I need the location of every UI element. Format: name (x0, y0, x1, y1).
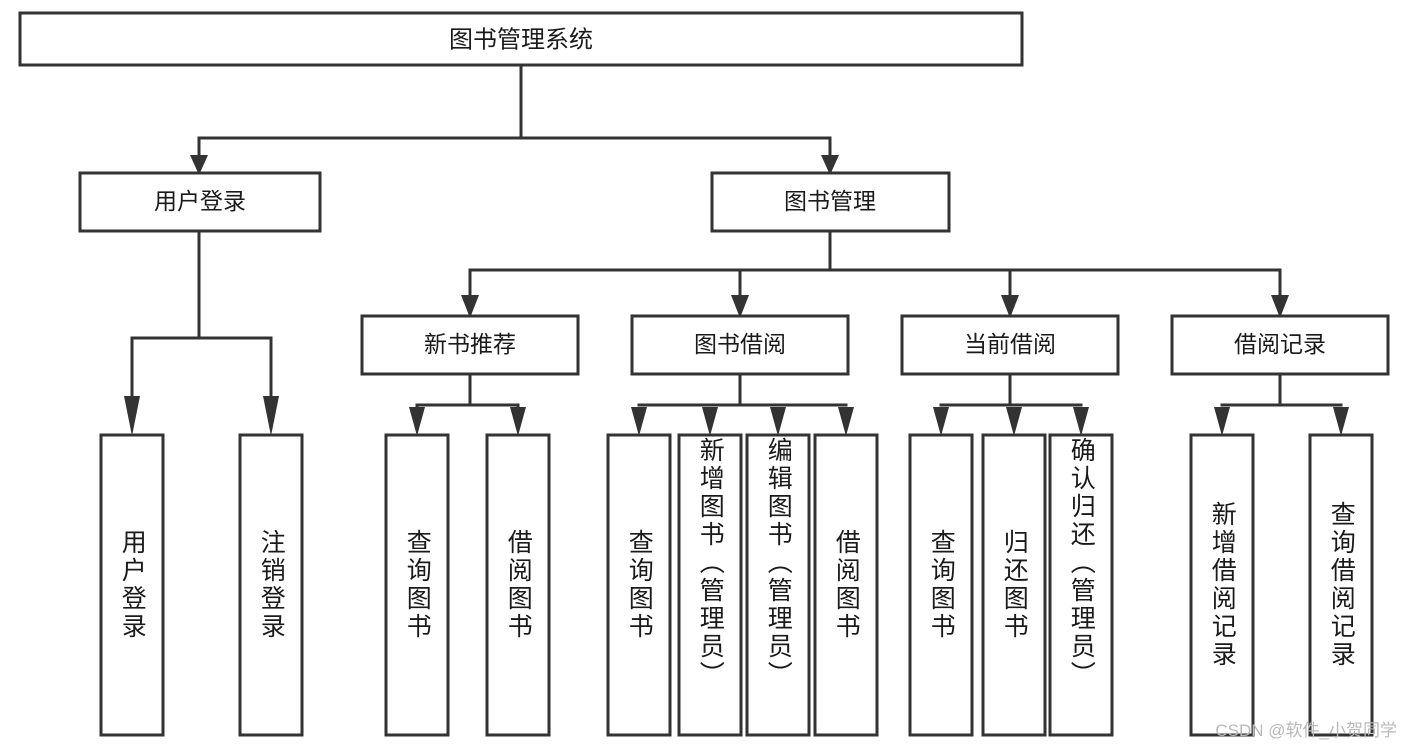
arrow-head-leaf-return-book (1006, 407, 1022, 436)
arrow-head-leaf-query-record (1333, 407, 1349, 436)
node-root-rect (18, 11, 1024, 67)
node-leaf-return-book-rect[interactable] (981, 433, 1047, 737)
node-leaf-borrow-book-1-rect[interactable] (485, 433, 551, 737)
node-user-login[interactable]: 用户登录 (78, 171, 322, 233)
node-current-borrow-rect (900, 314, 1120, 376)
connector-group-root (190, 63, 839, 175)
arrow-head-user-login (190, 155, 208, 175)
node-leaf-add-record-rect[interactable] (1189, 433, 1255, 737)
arrow-head-book-manage (821, 155, 839, 175)
node-book-manage-label: 图书管理 (784, 188, 876, 214)
node-leaf-query-record-rect[interactable] (1308, 433, 1374, 737)
node-book-borrow-rect (630, 314, 850, 376)
node-current-borrow[interactable]: 当前借阅 (900, 314, 1120, 376)
node-leaf-query-book-3-rect[interactable] (908, 433, 974, 737)
arrow-head-leaf-query-book-3 (933, 407, 949, 436)
node-book-manage-rect (710, 171, 951, 233)
node-root[interactable]: 图书管理系统 (18, 11, 1024, 67)
node-leaf-add-book-rect[interactable] (677, 433, 743, 737)
connector-group-book-manage (461, 229, 1289, 318)
node-new-book-rec[interactable]: 新书推荐 (360, 314, 580, 376)
connector-group-borrow-record (1214, 372, 1349, 436)
arrow-head-leaf-add-record (1214, 407, 1230, 436)
arrow-head-borrow-record (1271, 295, 1289, 318)
node-new-book-rec-label: 新书推荐 (424, 331, 516, 357)
node-user-login-label: 用户登录 (154, 188, 246, 214)
arrow-head-leaf-borrow-book-1 (510, 407, 526, 436)
node-leaf-borrow-book-2-rect[interactable] (813, 433, 879, 737)
node-leaf-edit-book-rect[interactable] (745, 433, 811, 737)
node-borrow-record-label: 借阅记录 (1234, 331, 1326, 357)
arrow-head-new-book-rec (461, 295, 479, 318)
node-book-manage[interactable]: 图书管理 (710, 171, 951, 233)
arrow-head-leaf-edit-book (770, 407, 786, 436)
arrow-head-leaf-user-logout (263, 396, 279, 436)
node-leaf-user-login-rect[interactable] (99, 433, 165, 737)
node-book-borrow-label: 图书借阅 (694, 331, 786, 357)
connector-group-new-book-rec (409, 372, 526, 436)
node-borrow-record[interactable]: 借阅记录 (1170, 314, 1390, 376)
connector-group-book-borrow (631, 372, 854, 436)
csdn-watermark: CSDN @软件_小贺同学 (1215, 721, 1397, 740)
node-leaf-query-book-2-rect[interactable] (606, 433, 672, 737)
arrow-head-leaf-add-book (702, 407, 718, 436)
node-user-login-rect (78, 171, 322, 233)
node-borrow-record-rect (1170, 314, 1390, 376)
arrow-head-leaf-confirm-return (1073, 407, 1089, 436)
node-leaf-confirm-return-rect[interactable] (1048, 433, 1114, 737)
connector-group-current-borrow (933, 372, 1089, 436)
arrow-head-leaf-query-book-2 (631, 407, 647, 436)
arrow-head-current-borrow (1001, 295, 1019, 318)
node-leaf-query-book-1-rect[interactable] (384, 433, 450, 737)
node-root-label: 图书管理系统 (449, 26, 593, 53)
arrow-head-leaf-user-login (124, 396, 140, 436)
arrow-head-book-borrow (731, 295, 749, 318)
node-book-borrow[interactable]: 图书借阅 (630, 314, 850, 376)
arrow-head-leaf-borrow-book-2 (838, 407, 854, 436)
node-new-book-rec-rect (360, 314, 580, 376)
node-current-borrow-label: 当前借阅 (964, 331, 1056, 357)
node-leaf-user-logout-rect[interactable] (238, 433, 304, 737)
connector-group-user-login (124, 229, 279, 436)
arrow-head-leaf-query-book-1 (409, 407, 425, 436)
